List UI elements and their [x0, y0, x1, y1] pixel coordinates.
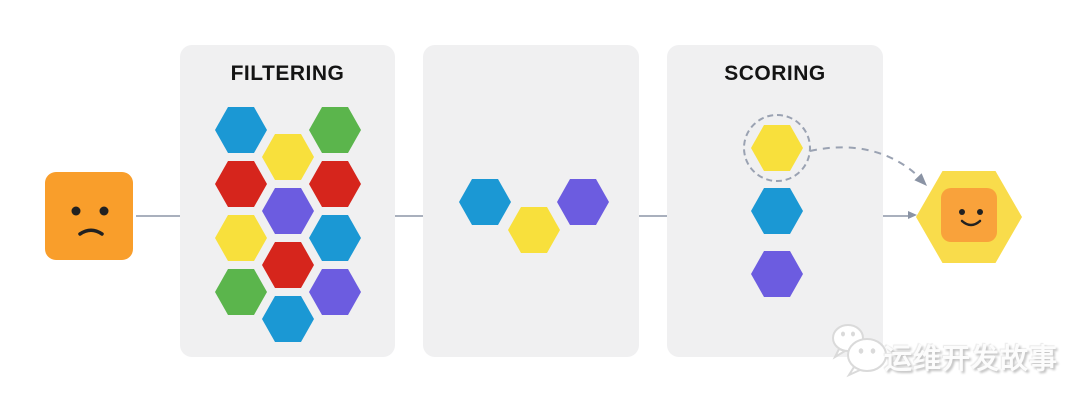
scheduled-pod-square [941, 188, 997, 242]
panel-filtering: FILTERING [180, 45, 395, 357]
hex-node-blue [751, 188, 803, 234]
hex-node-blue [459, 179, 511, 225]
hex-node-purple [262, 188, 314, 234]
sad-face-icon [71, 206, 109, 236]
hex-node-blue [215, 107, 267, 153]
result-node-hexagon [916, 171, 1022, 263]
hex-node-yellow [262, 134, 314, 180]
middle-title [423, 45, 639, 62]
hex-node-blue [262, 296, 314, 342]
arrow-scoring-to-result [875, 211, 917, 219]
hex-node-red [309, 161, 361, 207]
watermark-text: 运维开发故事 [884, 343, 1059, 374]
filtering-title: FILTERING [230, 62, 345, 85]
hex-node-yellow [508, 207, 560, 253]
hex-node-purple [309, 269, 361, 315]
hex-node-blue [309, 215, 361, 261]
wechat-icon [832, 324, 887, 378]
watermark: 运维开发故事 [828, 322, 1078, 382]
hex-node-red [262, 242, 314, 288]
pending-pod-square [45, 172, 133, 260]
scoring-title: SCORING [724, 62, 826, 85]
hex-node-yellow [215, 215, 267, 261]
hex-node-green [309, 107, 361, 153]
panel-filtered-nodes [423, 45, 639, 357]
panel-scoring: SCORING [667, 45, 883, 357]
hex-node-purple [557, 179, 609, 225]
happy-face-icon [959, 209, 983, 227]
hex-node-green [215, 269, 267, 315]
hex-node-red [215, 161, 267, 207]
hex-node-purple [751, 251, 803, 297]
hex-node-yellow [751, 125, 803, 171]
